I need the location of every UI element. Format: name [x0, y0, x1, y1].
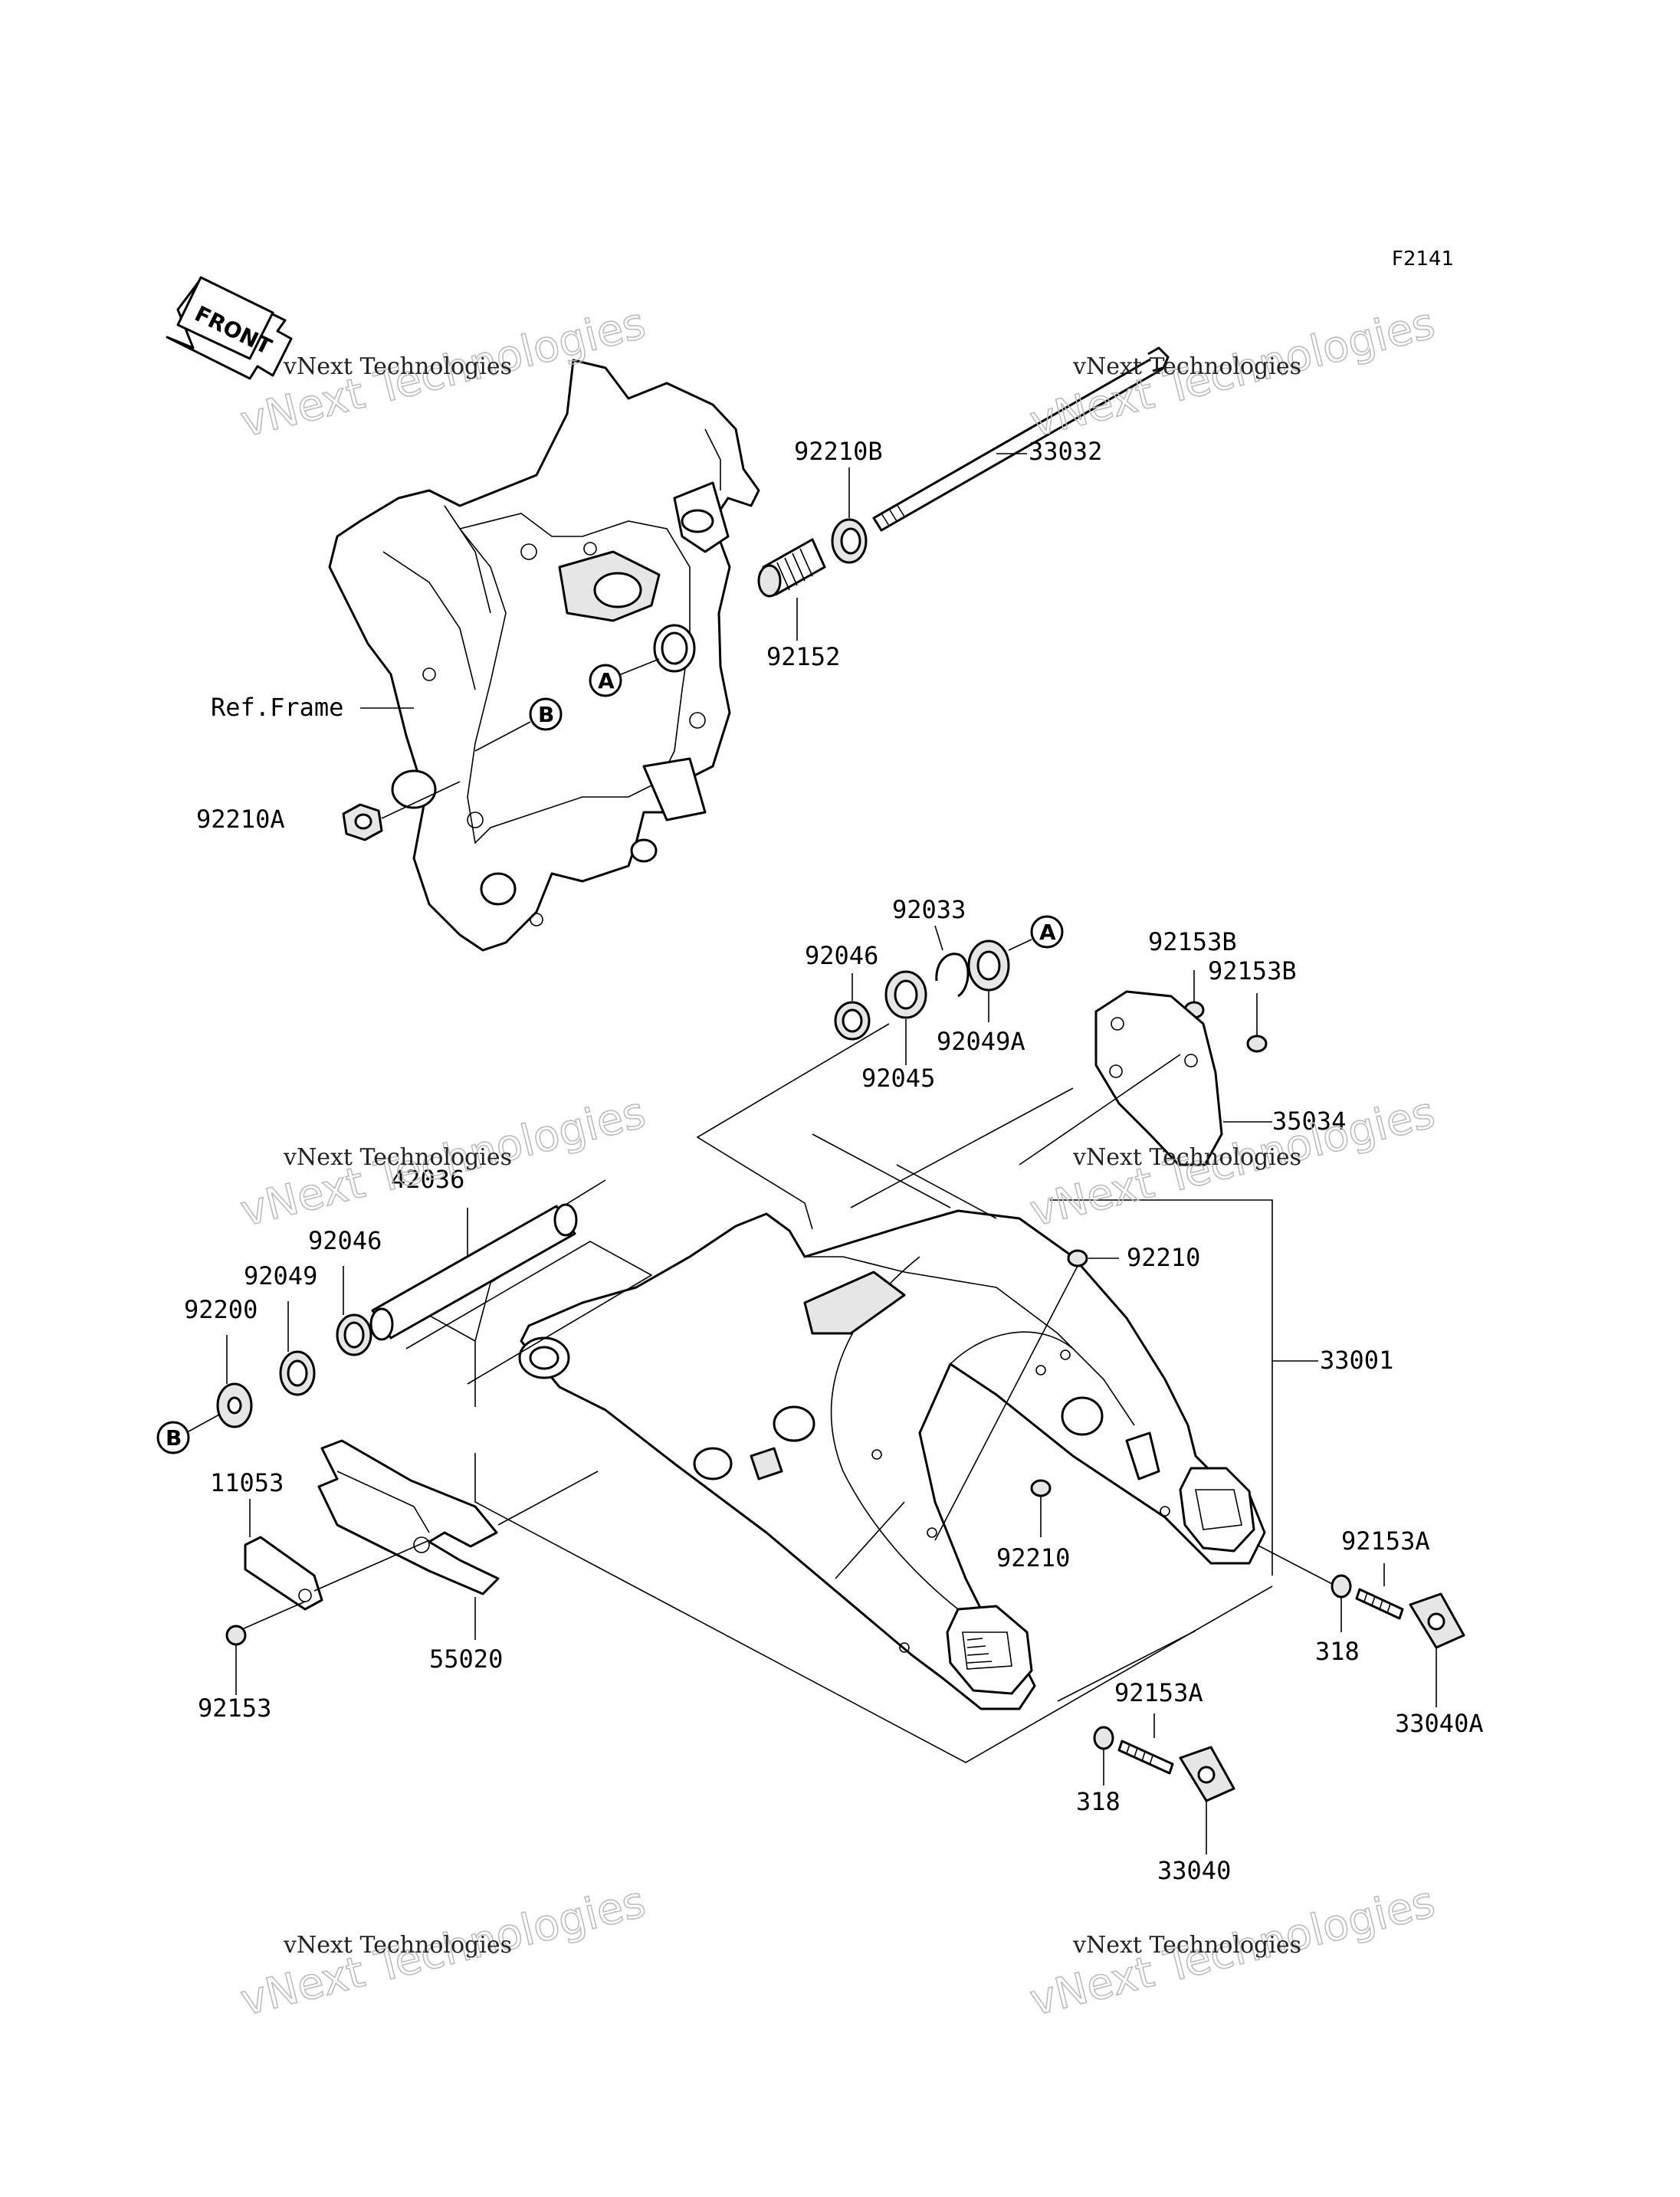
collar-92152 — [757, 538, 826, 641]
part-92153: 92153 — [198, 1694, 271, 1723]
cover-35034 — [1094, 990, 1272, 1166]
part-33001: 33001 — [1320, 1346, 1393, 1375]
block-33040 — [1179, 1746, 1235, 1854]
svg-text:B: B — [538, 702, 554, 727]
part-92210-mid: 92210 — [996, 1543, 1070, 1572]
part-92210-top: 92210 — [1127, 1243, 1200, 1272]
swingarm-33001 — [518, 1209, 1266, 1710]
svg-text:vNext Technologies: vNext Technologies — [283, 353, 512, 380]
nut-318-right — [1331, 1574, 1352, 1632]
watermark-5: vNext Technologies vNext Technologies — [235, 1877, 651, 2027]
part-92210a: 92210A — [196, 805, 285, 834]
watermark-6: vNext Technologies vNext Technologies — [1025, 1877, 1440, 2027]
svg-text:A: A — [598, 668, 615, 694]
part-42036: 42036 — [391, 1165, 464, 1194]
plate-11053 — [244, 1499, 430, 1611]
svg-text:vNext Technologies: vNext Technologies — [283, 1144, 512, 1171]
figure-code: F2141 — [1392, 248, 1454, 271]
part-55020: 55020 — [429, 1644, 503, 1674]
callout-b-swingarm: B — [156, 1421, 190, 1454]
svg-text:A: A — [1039, 920, 1056, 945]
part-92046-left: 92046 — [308, 1226, 382, 1255]
part-92033: 92033 — [892, 895, 966, 924]
bolt-92153 — [225, 1601, 306, 1695]
part-33032: 33032 — [1029, 437, 1102, 466]
part-92210b: 92210B — [794, 437, 883, 466]
watermark-4: vNext Technologies vNext Technologies — [1025, 1087, 1440, 1238]
circlip-92033 — [934, 925, 970, 998]
bolt-92153a-bottom — [1117, 1713, 1174, 1775]
bolt-92210-top — [934, 1249, 1119, 1541]
part-92153b-2: 92153B — [1208, 956, 1297, 985]
part-92049: 92049 — [244, 1261, 317, 1290]
part-92153a-bottom: 92153A — [1114, 1678, 1203, 1707]
part-92046-top: 92046 — [805, 941, 878, 970]
part-33040a: 33040A — [1395, 1709, 1484, 1738]
seal-92049 — [279, 1301, 316, 1396]
seal-92049a — [967, 939, 1010, 1022]
axle-33032 — [872, 346, 1170, 532]
part-92152: 92152 — [766, 642, 840, 671]
part-92200: 92200 — [184, 1295, 258, 1324]
nut-92210a — [342, 781, 461, 841]
svg-text:vNext Technologies: vNext Technologies — [1072, 1144, 1301, 1171]
washer-92200 — [188, 1335, 253, 1432]
svg-text:vNext Technologies: vNext Technologies — [1072, 353, 1301, 380]
svg-text:vNext Technologies: vNext Technologies — [1072, 1932, 1301, 1959]
ref-frame-label: Ref.Frame — [211, 693, 343, 722]
part-92045: 92045 — [861, 1064, 935, 1093]
callout-a-bearing: A — [1008, 915, 1064, 951]
part-318-bottom: 318 — [1076, 1787, 1121, 1816]
bolt-92210-mid — [1030, 1479, 1052, 1537]
nut-318-bottom — [1093, 1726, 1114, 1785]
part-318-right: 318 — [1315, 1637, 1360, 1666]
pivot-shaft-42036 — [369, 1203, 653, 1385]
part-33040: 33040 — [1157, 1856, 1231, 1885]
callout-a-frame: A — [589, 658, 660, 697]
callout-b-frame: B — [474, 697, 563, 752]
watermark-3: vNext Technologies vNext Technologies — [235, 1087, 651, 1238]
part-92153b-1: 92153B — [1148, 927, 1237, 956]
bolt-92153a-right — [1256, 1544, 1404, 1620]
bolt-92153b-2 — [1246, 993, 1268, 1053]
part-35034: 35034 — [1272, 1107, 1346, 1136]
bearing-92046-top — [834, 973, 871, 1041]
nut-92210b — [831, 467, 868, 564]
seal-92045 — [884, 970, 927, 1065]
part-92153a-right: 92153A — [1341, 1526, 1430, 1556]
bearing-92046-left — [336, 1266, 372, 1356]
svg-text:vNext Technologies: vNext Technologies — [283, 1932, 512, 1959]
chain-guard-55020 — [317, 1439, 599, 1640]
frame-drawing — [328, 359, 760, 952]
svg-text:B: B — [166, 1425, 182, 1451]
part-92049a: 92049A — [937, 1027, 1025, 1056]
part-11053: 11053 — [210, 1468, 284, 1497]
block-33040a — [1409, 1592, 1465, 1707]
front-arrow-icon: FRONT — [166, 276, 293, 380]
watermark-2: vNext Technologies vNext Technologies — [1025, 298, 1440, 448]
